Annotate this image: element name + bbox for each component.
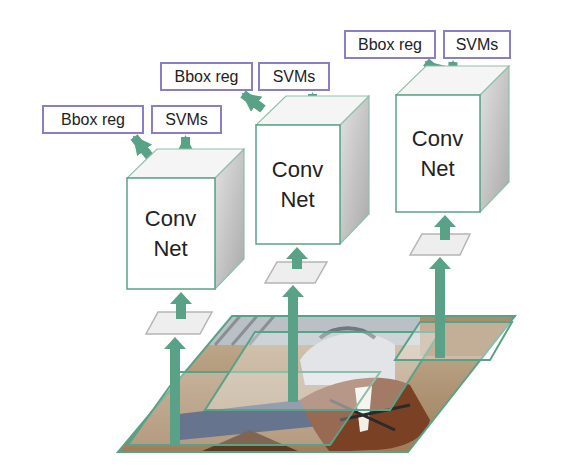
output-box: SVMs xyxy=(443,30,511,59)
region-outline xyxy=(395,322,512,360)
network-label: Conv Net xyxy=(138,204,203,264)
output-box: SVMs xyxy=(258,62,330,91)
output-label: Bbox reg xyxy=(174,68,238,86)
output-label: Bbox reg xyxy=(61,111,125,129)
output-box: SVMs xyxy=(151,105,222,134)
input-image xyxy=(100,300,540,460)
output-label: SVMs xyxy=(456,36,499,54)
convnet-cube: Conv Net xyxy=(126,148,245,290)
output-label: SVMs xyxy=(165,111,208,129)
cube-face: Conv Net xyxy=(255,125,340,245)
output-box: Bbox reg xyxy=(160,62,253,91)
cube-face: Conv Net xyxy=(126,178,215,290)
network-label: Conv Net xyxy=(407,124,468,184)
output-box: Bbox reg xyxy=(42,105,144,134)
output-label: SVMs xyxy=(273,68,316,86)
convnet-cube: Conv Net xyxy=(395,65,510,213)
cube-face: Conv Net xyxy=(395,95,480,213)
output-box: Bbox reg xyxy=(344,30,436,59)
convnet-cube: Conv Net xyxy=(255,95,370,245)
output-arrow xyxy=(243,94,263,109)
output-label: Bbox reg xyxy=(358,36,422,54)
network-label: Conv Net xyxy=(267,155,328,215)
